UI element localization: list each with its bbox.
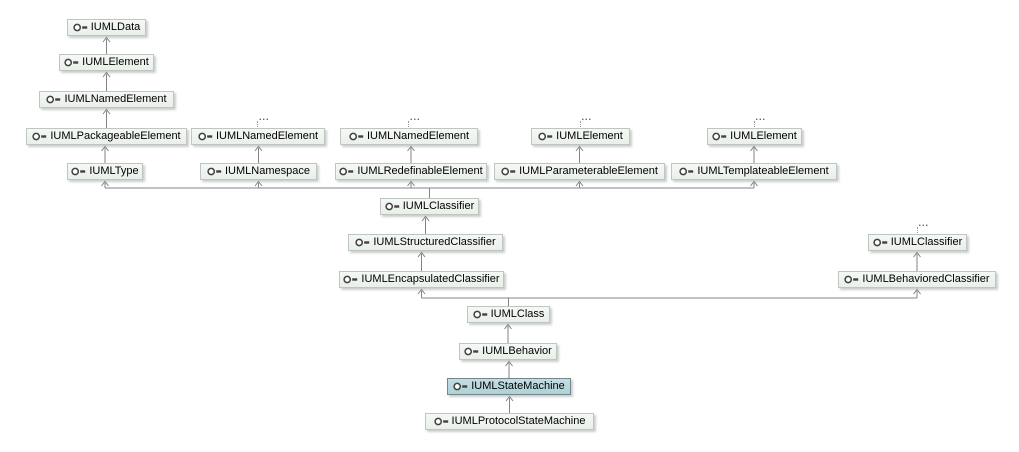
node-label: IUMLNamedElement xyxy=(215,130,319,142)
node-label: IUMLClass xyxy=(490,308,545,320)
interface-lollipop-icon xyxy=(844,275,859,284)
more-ancestors-stem xyxy=(257,121,258,127)
interface-lollipop-icon xyxy=(198,132,213,141)
node-label: IUMLBehavior xyxy=(482,345,552,357)
node-iumlbehavioredclassifier[interactable]: IUMLBehavioredClassifier xyxy=(838,271,996,288)
interface-lollipop-icon xyxy=(207,167,222,176)
node-label: IUMLElement xyxy=(82,56,149,68)
node-iumlelement-a[interactable]: IUMLElement xyxy=(59,54,154,71)
node-label: IUMLStateMachine xyxy=(471,380,565,392)
interface-lollipop-icon xyxy=(538,132,553,141)
node-label: IUMLNamedElement xyxy=(64,93,167,105)
node-iumltemplateableelement[interactable]: IUMLTemplateableElement xyxy=(671,163,837,180)
interface-lollipop-icon xyxy=(343,275,358,284)
interface-lollipop-icon xyxy=(472,310,488,319)
interface-lollipop-icon xyxy=(712,132,727,141)
interface-lollipop-icon xyxy=(64,58,79,67)
node-label: IUMLParameterableElement xyxy=(519,165,658,177)
more-ancestors-indicator: ... xyxy=(259,112,270,122)
node-label: IUMLBehavioredClassifier xyxy=(862,273,990,285)
node-iumlelement-b[interactable]: IUMLElement xyxy=(531,128,630,145)
node-iumlstructuredclassifier[interactable]: IUMLStructuredClassifier xyxy=(348,234,503,251)
interface-lollipop-icon xyxy=(355,238,370,247)
node-label: IUMLNamespace xyxy=(225,165,310,177)
node-iumlnamedelement-c[interactable]: IUMLNamedElement xyxy=(340,128,478,145)
node-iumlpackageableelement[interactable]: IUMLPackageableElement xyxy=(26,128,187,145)
node-label: IUMLData xyxy=(90,21,141,33)
node-iumlnamedelement-b[interactable]: IUMLNamedElement xyxy=(191,128,325,145)
node-iumltype[interactable]: IUMLType xyxy=(67,163,143,180)
more-ancestors-indicator: ... xyxy=(918,218,930,228)
interface-lollipop-icon xyxy=(385,202,400,211)
node-label: IUMLElement xyxy=(556,130,623,142)
node-label: IUMLEncapsulatedClassifier xyxy=(361,273,500,285)
interface-lollipop-icon xyxy=(501,167,516,176)
node-iumlnamedelement-a[interactable]: IUMLNamedElement xyxy=(39,91,174,108)
node-label: IUMLClassifier xyxy=(402,200,475,212)
more-ancestors-indicator: ... xyxy=(581,112,593,122)
node-label: IUMLRedefinableElement xyxy=(357,165,483,177)
interface-lollipop-icon xyxy=(464,347,479,356)
node-iumldata[interactable]: IUMLData xyxy=(67,19,146,36)
node-iumlparameterableelement[interactable]: IUMLParameterableElement xyxy=(494,163,665,180)
node-iumlclass[interactable]: IUMLClass xyxy=(467,306,550,323)
interface-lollipop-icon xyxy=(32,132,47,141)
more-ancestors-indicator: ... xyxy=(410,112,421,122)
node-iumlclassifier-b[interactable]: IUMLClassifier xyxy=(868,234,967,251)
node-iumlelement-c[interactable]: IUMLElement xyxy=(707,128,802,145)
interface-lollipop-icon xyxy=(873,238,888,247)
interface-lollipop-icon xyxy=(433,417,449,426)
more-ancestors-stem xyxy=(408,121,409,127)
node-label: IUMLProtocolStateMachine xyxy=(451,415,586,427)
interface-lollipop-icon xyxy=(349,132,364,141)
node-label: IUMLTemplateableElement xyxy=(697,165,829,177)
interface-lollipop-icon xyxy=(71,167,86,176)
node-label: IUMLClassifier xyxy=(890,236,963,248)
node-iumlstatemachine[interactable]: IUMLStateMachine xyxy=(447,378,571,395)
node-iumlnamespace[interactable]: IUMLNamespace xyxy=(200,163,317,180)
more-ancestors-stem xyxy=(579,121,581,127)
node-iumlprotocolstatemachine[interactable]: IUMLProtocolStateMachine xyxy=(425,413,594,430)
node-label: IUMLPackageableElement xyxy=(50,130,181,142)
node-iumlclassifier-a[interactable]: IUMLClassifier xyxy=(380,198,479,215)
more-ancestors-stem xyxy=(916,227,918,233)
node-label: IUMLStructuredClassifier xyxy=(373,236,496,248)
interface-lollipop-icon xyxy=(453,382,468,391)
more-ancestors-stem xyxy=(753,121,755,127)
interface-lollipop-icon xyxy=(339,167,354,176)
node-iumlredefinableelement[interactable]: IUMLRedefinableElement xyxy=(335,163,487,180)
node-label: IUMLType xyxy=(89,165,139,177)
interface-lollipop-icon xyxy=(679,167,694,176)
node-label: IUMLNamedElement xyxy=(366,130,470,142)
interface-lollipop-icon xyxy=(73,23,88,32)
node-iumlbehavior[interactable]: IUMLBehavior xyxy=(459,343,557,360)
node-iumlencapsulatedclassifier[interactable]: IUMLEncapsulatedClassifier xyxy=(339,271,504,288)
more-ancestors-indicator: ... xyxy=(755,112,767,122)
interface-lollipop-icon xyxy=(46,95,61,104)
node-label: IUMLElement xyxy=(730,130,797,142)
